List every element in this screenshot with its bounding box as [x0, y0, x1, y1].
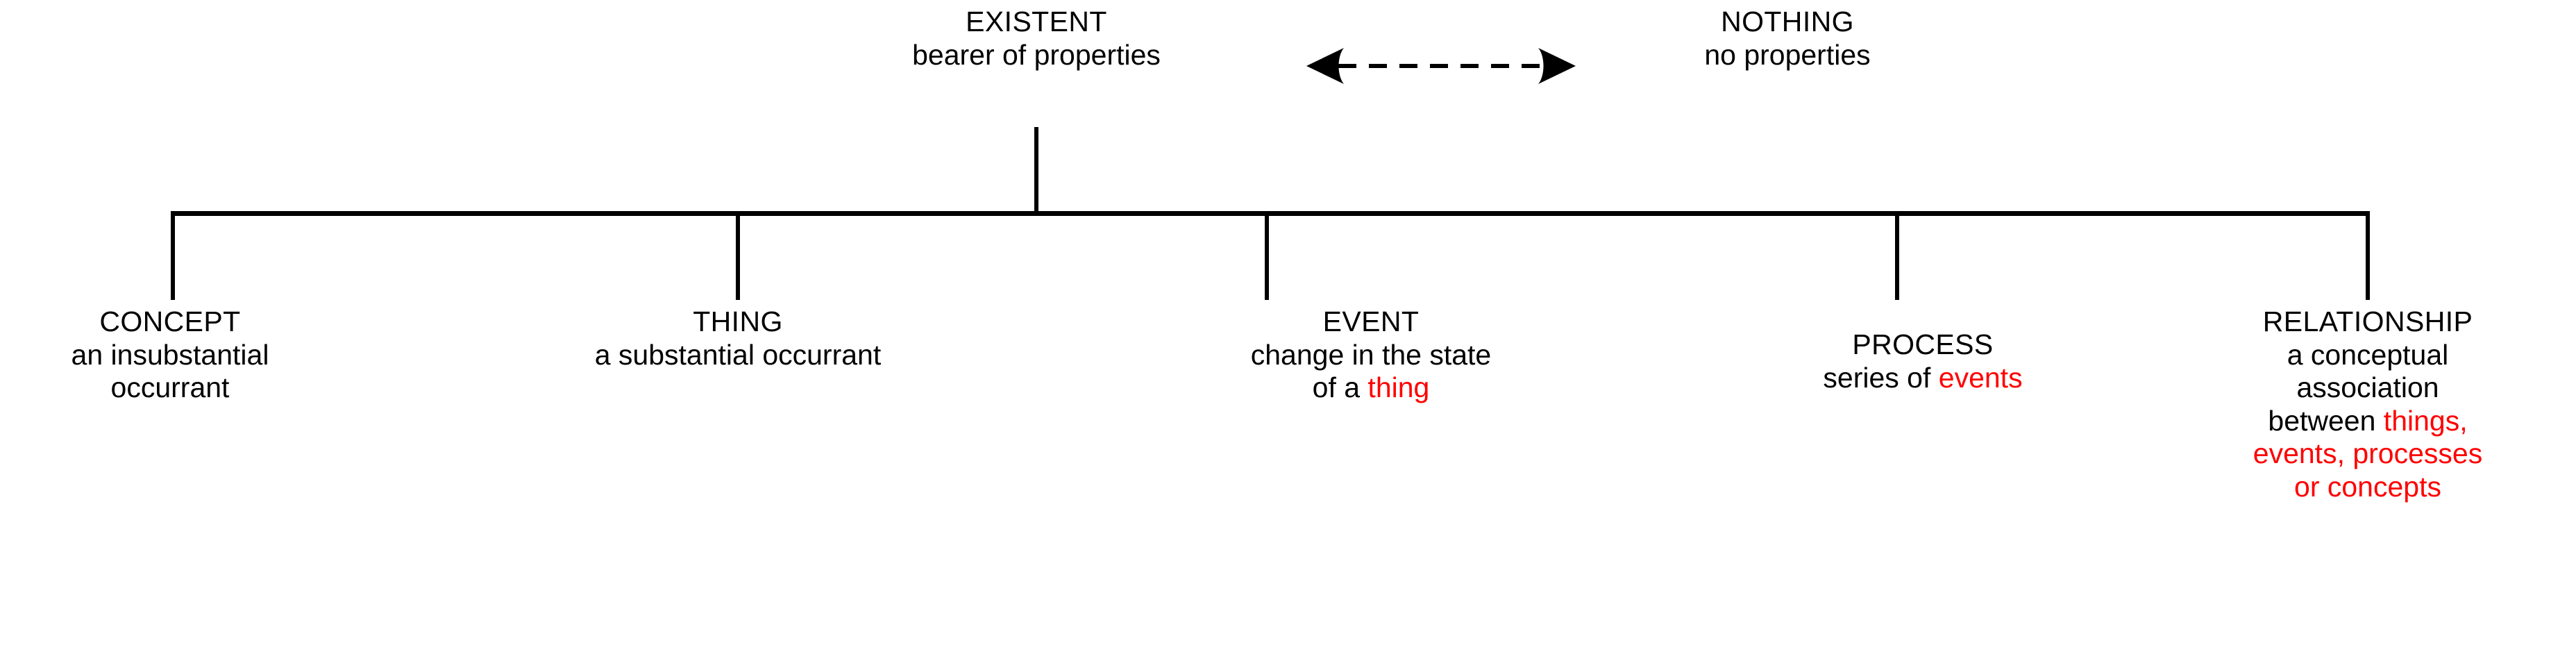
plain-term: an insubstantial — [71, 338, 269, 371]
bidirectional-dashed-arrow — [1305, 43, 1577, 89]
node-relationship-desc-line-0: a conceptual — [2184, 339, 2552, 372]
connector-horizontal-bus — [171, 211, 2370, 216]
node-relationship-desc-line-4: or concepts — [2184, 471, 2552, 504]
plain-term: a substantial occurrant — [594, 338, 882, 371]
highlighted-term: thing — [1367, 371, 1430, 404]
plain-term: occurrant — [110, 371, 230, 404]
node-concept-desc-line-0: an insubstantial — [0, 339, 364, 372]
plain-term: change in the state — [1250, 338, 1492, 371]
node-process-description: series of events — [1715, 362, 2131, 395]
node-relationship: RELATIONSHIP a conceptual association be… — [2184, 305, 2552, 503]
node-relationship-desc-line-2: between things, — [2184, 405, 2552, 438]
node-relationship-title: RELATIONSHIP — [2262, 305, 2473, 337]
plain-term: a conceptual — [2287, 338, 2449, 371]
connector-drop-process — [1895, 211, 1899, 300]
node-event-desc-line-1: of a thing — [1163, 371, 1579, 405]
node-concept-desc-line-1: occurrant — [0, 371, 364, 405]
node-thing-title: THING — [693, 305, 783, 337]
node-existent-title: EXISTENT — [966, 6, 1107, 37]
bidirectional-dashed-arrow-icon — [1306, 48, 1576, 84]
node-thing: THING a substantial occurrant — [516, 305, 960, 371]
node-event-title: EVENT — [1322, 305, 1420, 337]
plain-term: series of — [1823, 361, 1939, 394]
plain-term: association — [2296, 371, 2439, 404]
node-relationship-description: a conceptual association between things,… — [2184, 339, 2552, 504]
node-process-title: PROCESS — [1852, 328, 1994, 360]
node-nothing: NOTHING no properties — [1579, 6, 1996, 72]
connector-drop-event — [1265, 211, 1269, 300]
highlighted-term: or concepts — [2294, 470, 2441, 503]
node-nothing-description: no properties — [1704, 38, 1871, 71]
node-existent-description: bearer of properties — [912, 38, 1161, 71]
node-concept: CONCEPT an insubstantial occurrant — [0, 305, 364, 405]
node-concept-title: CONCEPT — [99, 305, 241, 337]
node-event-description: change in the state of a thing — [1163, 339, 1579, 405]
highlighted-term: events, processes — [2253, 437, 2483, 470]
node-process-desc-line-0: series of events — [1715, 362, 2131, 395]
plain-term: of a — [1312, 371, 1368, 404]
node-event: EVENT change in the state of a thing — [1163, 305, 1579, 405]
connector-drop-relationship — [2366, 211, 2370, 300]
node-event-desc-line-0: change in the state — [1163, 339, 1579, 372]
node-thing-desc-line-0: a substantial occurrant — [516, 339, 960, 372]
plain-term: between — [2268, 404, 2384, 437]
node-existent: EXISTENT bearer of properties — [828, 6, 1245, 72]
connector-stem-existent — [1034, 127, 1038, 216]
node-relationship-desc-line-1: association — [2184, 371, 2552, 405]
connector-drop-thing — [736, 211, 740, 300]
node-thing-description: a substantial occurrant — [516, 339, 960, 372]
node-relationship-desc-line-3: events, processes — [2184, 437, 2552, 471]
highlighted-term: things, — [2383, 404, 2468, 437]
node-nothing-title: NOTHING — [1721, 6, 1854, 37]
node-process: PROCESS series of events — [1715, 328, 2131, 394]
node-concept-description: an insubstantial occurrant — [0, 339, 364, 405]
highlighted-term: events — [1938, 361, 2023, 394]
connector-drop-concept — [171, 211, 175, 300]
